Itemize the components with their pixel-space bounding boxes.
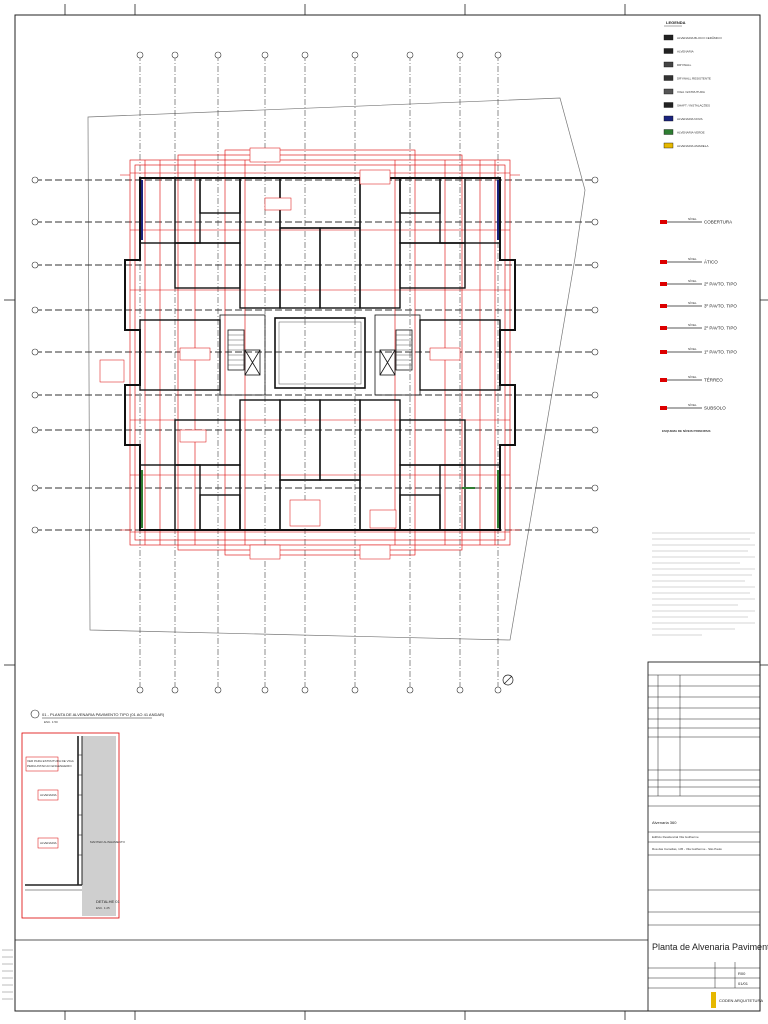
level-label: ÁTICO <box>704 259 718 265</box>
plan-title: 01 - PLANTA DE ALVENARIA PAVIMENTO TIPO … <box>30 709 165 724</box>
level-marker <box>660 350 667 354</box>
vertical-grid-lines <box>139 55 499 690</box>
level-label: 2º PAVTO. TIPO <box>704 282 737 287</box>
margin-stamp <box>2 949 13 1000</box>
level-tag: NÍVEL <box>688 279 697 283</box>
general-notes <box>652 532 755 636</box>
detail-title: DETALHE 01 <box>96 899 120 904</box>
level-tag: NÍVEL <box>688 347 697 351</box>
legend-title: LEGENDA <box>666 20 686 25</box>
level-marker <box>660 260 667 264</box>
legend-item-label: ALVENARIA AMARELA <box>677 144 708 148</box>
legend-item-label: SHAFT / INSTALAÇÕES <box>677 103 710 108</box>
legend-item-label: ALVENARIA BLOCO CERÂMICO <box>677 35 722 40</box>
legend-swatch <box>663 61 674 68</box>
legend-item-label: DRYWALL RESISTENTE <box>677 77 711 81</box>
level-label: 2º PAVTO. TIPO <box>704 326 737 331</box>
level-tag: NÍVEL <box>688 375 697 379</box>
level-tag: NÍVEL <box>688 323 697 327</box>
plan-scale-text: ESC. 1:50 <box>44 720 58 724</box>
revision: R00 <box>738 971 746 976</box>
level-label: COBERTURA <box>704 220 732 225</box>
levels-note: ESQUEMA DE NÍVEIS PRINCIPAIS <box>662 428 711 433</box>
legend-swatch <box>663 48 674 54</box>
level-marker <box>660 378 667 382</box>
level-label: TÉRREO <box>704 377 723 383</box>
horizontal-grid-lines <box>35 179 595 531</box>
legend-item-label: ALVENARIA NOVA <box>677 117 703 121</box>
legend-item-label: DRYWALL <box>677 63 692 67</box>
legend-swatch <box>663 88 674 95</box>
level-label: 3º PAVTO. TIPO <box>704 304 737 309</box>
legend-item-label: ALVENARIA VERDE <box>677 131 705 135</box>
detail-callout-1b: PERGUNTAR AO ENGENHEIRO <box>27 764 72 768</box>
title-block: Alvenaria 360 Edifício Residencial Vila … <box>647 661 768 1012</box>
level-marker <box>660 326 667 330</box>
level-marker <box>660 220 667 224</box>
detail-note: MANTER ALINHAMENTO <box>90 840 126 844</box>
legend-swatch <box>663 102 674 108</box>
legend-item-label: VIGA / ESTRUTURA <box>677 90 705 94</box>
level-marker <box>660 304 667 308</box>
level-tag: NÍVEL <box>688 217 697 221</box>
levels-diagram: NÍVEL COBERTURA NÍVEL ÁTICO NÍVEL 2º PAVTO. T… <box>660 217 737 433</box>
detail-callout-2: ALVENARIA <box>40 793 57 797</box>
legend-item-label: ALVENARIA <box>677 50 694 54</box>
company-logo: CODEN ARQUITETURA <box>719 998 763 1003</box>
level-marker <box>660 406 667 410</box>
detail-callout-3: ALVENARIA <box>40 841 57 845</box>
detail-callout-1: VER PARA ESTRUTURA DE VIGA <box>27 759 74 763</box>
legend-swatch <box>663 142 674 149</box>
detail-scale: ESC. 1:25 <box>96 906 110 910</box>
level-tag: NÍVEL <box>688 257 697 261</box>
lot-boundary <box>87 97 586 641</box>
detail-01: VER PARA ESTRUTURA DE VIGA PERGUNTAR AO … <box>21 732 126 919</box>
project-name: Edifício Residencial Vila Guilherme <box>652 835 699 839</box>
drawing-title: Planta de Alvenaria Pavimento Tipo <box>652 942 768 952</box>
legend-swatch <box>663 75 674 81</box>
sheet-number: 01/01 <box>738 981 749 986</box>
sheet-border <box>14 14 761 1012</box>
level-tag: NÍVEL <box>688 301 697 305</box>
floor-plan <box>99 147 520 686</box>
legend: LEGENDA ALVENARIA BLOCO CERÂMICO ALVENARI… <box>663 20 722 149</box>
legend-swatch <box>663 115 674 122</box>
plan-title-text: 01 - PLANTA DE ALVENARIA PAVIMENTO TIPO … <box>42 712 165 717</box>
client-name: Alvenaria 360 <box>652 820 677 825</box>
legend-swatch <box>663 34 674 41</box>
legend-swatch <box>663 129 674 135</box>
level-tag: NÍVEL <box>688 403 697 407</box>
level-label: 1º PAVTO. TIPO <box>704 350 737 355</box>
level-marker <box>660 282 667 286</box>
project-address: Rua das Camélias, 145 - Vila Guilherme -… <box>652 847 722 851</box>
level-label: SUBSOLO <box>704 406 726 411</box>
